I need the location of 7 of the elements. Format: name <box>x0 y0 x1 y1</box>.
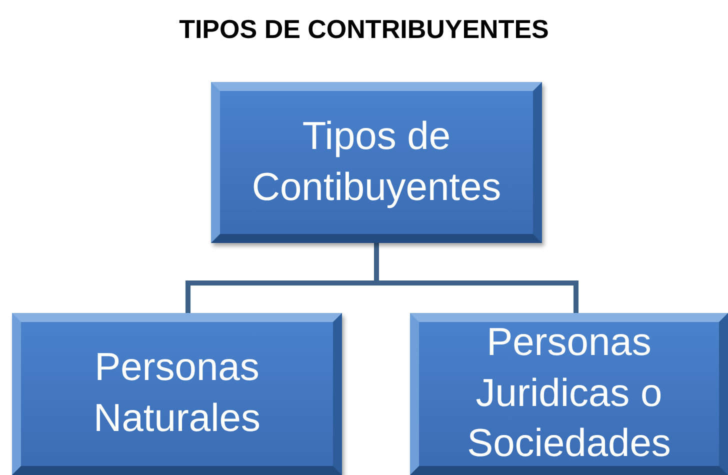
process-box <box>410 313 728 475</box>
box-label: Personas Juridicas o Sociedades <box>466 320 672 468</box>
process-box <box>211 82 542 243</box>
process-box <box>12 313 342 475</box>
box-label: Tipos de Contibuyentes <box>250 114 502 210</box>
diagram-title: TIPOS DE CONTRIBUYENTES <box>178 14 550 45</box>
box-label: Personas Naturales <box>92 345 262 442</box>
